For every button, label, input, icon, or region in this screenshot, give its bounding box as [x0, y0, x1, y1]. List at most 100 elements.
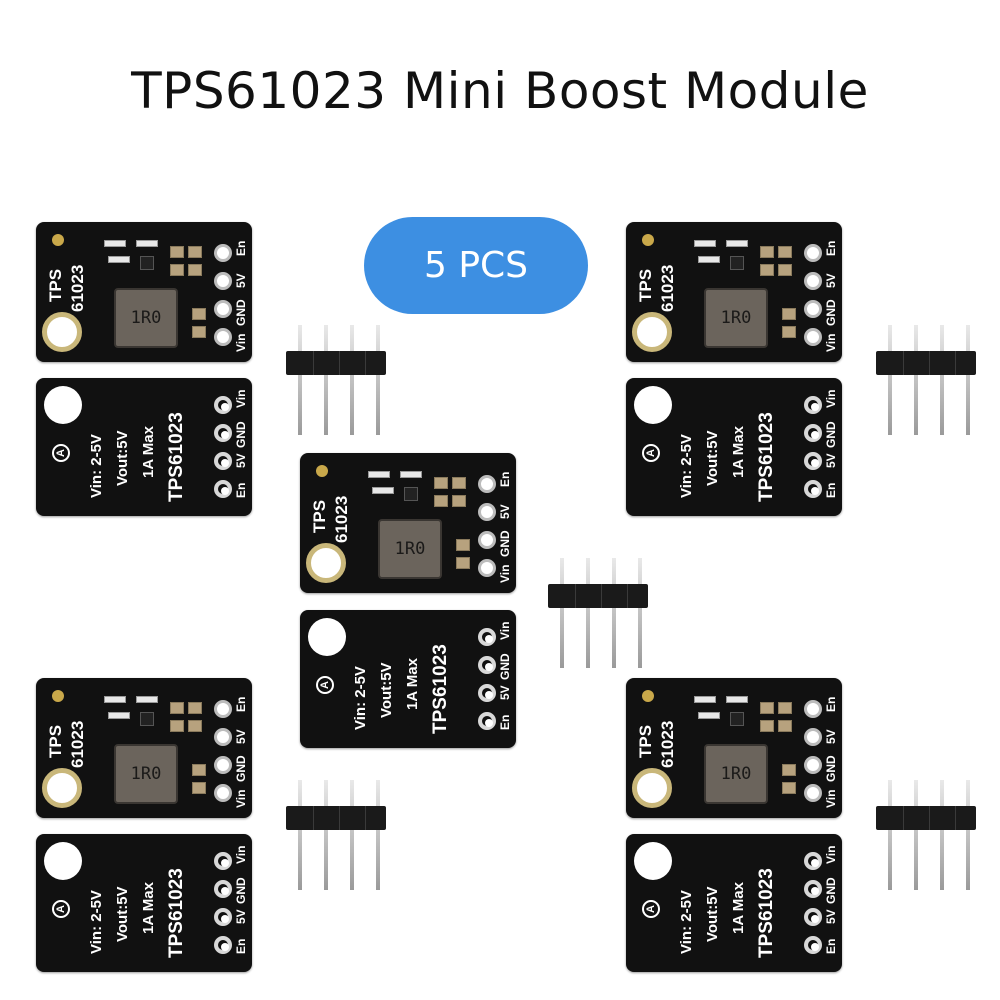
resistor [698, 712, 720, 719]
pin-header [876, 325, 976, 435]
spec-vin-range: Vin: 2-5V [88, 434, 105, 498]
board-name-line1: TPS [46, 268, 65, 302]
resistor [726, 696, 748, 703]
header-pin [638, 558, 642, 668]
pin-label-gnd: GND [824, 299, 838, 326]
pin-pad [804, 244, 822, 262]
header-pin [966, 780, 970, 890]
pin-pad [214, 700, 232, 718]
capacitor [760, 264, 774, 276]
spec-max-current: 1A Max [140, 426, 157, 478]
mounting-hole [634, 386, 672, 424]
pin-header [548, 558, 648, 668]
resistor [726, 240, 748, 247]
spec-part-number: TPS61023 [430, 644, 451, 734]
pin-pad [478, 712, 496, 730]
resistor [694, 240, 716, 247]
capacitor [778, 702, 792, 714]
pin-pad [804, 700, 822, 718]
pin-pad [478, 475, 496, 493]
board-name-line2: 61023 [68, 720, 87, 768]
capacitor [782, 326, 796, 338]
board-name-line1: TPS [310, 499, 329, 533]
header-housing [548, 584, 648, 608]
pin-label-en: En [234, 482, 248, 498]
capacitor [760, 720, 774, 732]
capacitor [188, 720, 202, 732]
pin-label-vin: Vin [824, 845, 838, 864]
logo-icon: A [52, 900, 70, 918]
spec-vout: Vout:5V [704, 886, 721, 942]
header-pin [350, 325, 354, 435]
pin-label-en: En [498, 471, 512, 487]
capacitor [192, 326, 206, 338]
pin-pad [804, 908, 822, 926]
pin-pad [478, 559, 496, 577]
board-name-line2: 61023 [332, 495, 351, 543]
capacitor [192, 308, 206, 320]
spec-vin-range: Vin: 2-5V [88, 890, 105, 954]
header-pin [298, 325, 302, 435]
pin-label-5v: 5V [498, 504, 512, 519]
capacitor [192, 782, 206, 794]
resistor [694, 696, 716, 703]
inductor: 1R0 [704, 288, 768, 348]
pin-label-gnd: GND [824, 877, 838, 904]
header-pin [376, 780, 380, 890]
header-pin [914, 780, 918, 890]
pin-label-5v: 5V [824, 453, 838, 468]
pin-label-vin: Vin [234, 789, 248, 808]
pin-label-gnd: GND [498, 530, 512, 557]
capacitor [760, 702, 774, 714]
header-pin [888, 780, 892, 890]
header-pin [560, 558, 564, 668]
pin-label-gnd: GND [234, 299, 248, 326]
quantity-badge: 5 PCS [364, 217, 588, 314]
pin-pad [214, 480, 232, 498]
capacitor [170, 702, 184, 714]
mounting-hole [632, 312, 672, 352]
header-pin [940, 325, 944, 435]
resistor [136, 696, 158, 703]
spec-vin-range: Vin: 2-5V [678, 890, 695, 954]
capacitor [434, 495, 448, 507]
mounting-hole [306, 543, 346, 583]
pin-label-5v: 5V [824, 729, 838, 744]
spec-vin-range: Vin: 2-5V [352, 666, 369, 730]
page-title: TPS61023 Mini Boost Module [131, 62, 869, 120]
pin-label-gnd: GND [498, 653, 512, 680]
pin-label-gnd: GND [234, 421, 248, 448]
pin-label-vin: Vin [234, 333, 248, 352]
header-pin [376, 325, 380, 435]
pin-pad [214, 396, 232, 414]
resistor [104, 240, 126, 247]
header-pin [940, 780, 944, 890]
header-housing [286, 806, 386, 830]
pin-pad [804, 424, 822, 442]
mark-dot [642, 690, 654, 702]
inductor: 1R0 [378, 519, 442, 579]
pin-label-vin: Vin [234, 389, 248, 408]
spec-max-current: 1A Max [140, 882, 157, 934]
pin-pad [214, 756, 232, 774]
board-name-line2: 61023 [658, 720, 677, 768]
pin-label-5v: 5V [234, 453, 248, 468]
pin-label-en: En [824, 482, 838, 498]
pin-label-5v: 5V [234, 909, 248, 924]
spec-part-number: TPS61023 [756, 412, 777, 502]
ic-chip [730, 256, 744, 270]
pin-pad [478, 684, 496, 702]
pin-header [286, 780, 386, 890]
spec-vout: Vout:5V [114, 886, 131, 942]
capacitor [170, 264, 184, 276]
capacitor [782, 764, 796, 776]
pin-pad [804, 880, 822, 898]
capacitor [434, 477, 448, 489]
header-housing [876, 351, 976, 375]
header-pin [324, 325, 328, 435]
pin-label-en: En [824, 938, 838, 954]
header-pin [350, 780, 354, 890]
mounting-hole [42, 312, 82, 352]
